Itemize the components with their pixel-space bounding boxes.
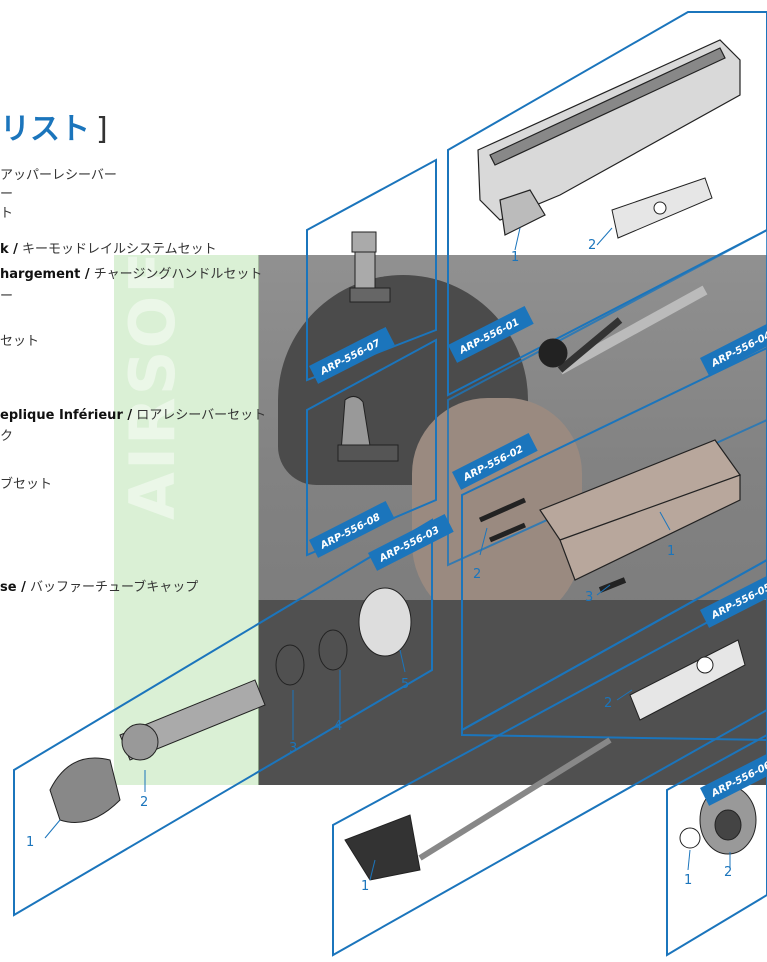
list-item: hargement / チャージングハンドルセット: [0, 267, 263, 282]
list-item: se / バッファーチューブキャップ: [0, 580, 199, 595]
list-item: ブセット: [0, 477, 53, 492]
frame-arp-556-05: [461, 558, 767, 742]
buffer-tube-drawing: [49, 587, 412, 823]
title-main: リスト: [0, 112, 90, 147]
front-sight-drawing: [349, 231, 391, 303]
list-item: k / キーモッドレイルシステムセット: [0, 242, 217, 257]
label-03-2: 2: [140, 795, 148, 810]
list-item: ク: [0, 429, 14, 444]
frame-arp-556-04: [447, 228, 767, 567]
tag-arp-556-02: ARP-556-02: [452, 432, 538, 490]
frame-arp-556-02: [461, 346, 767, 732]
parts-list: アッパーレシーバー ー ト k / キーモッドレイルシステムセット hargem…: [0, 0, 310, 962]
label-03-1: 1: [26, 835, 34, 850]
frame-arp-556-08: [306, 338, 437, 557]
label-04-2: 2: [473, 567, 481, 582]
list-item: セット: [0, 334, 40, 349]
list-item: アッパーレシーバー: [0, 168, 117, 183]
rear-sight-drawing: [337, 396, 399, 462]
label-05-2: 2: [604, 696, 612, 711]
dust-cover-drawing: [611, 177, 713, 239]
upper-receiver-drawing: [477, 39, 741, 236]
list-item: ー: [0, 289, 14, 304]
frame-arp-556-01: [447, 11, 767, 397]
tag-arp-556-01: ARP-556-01: [448, 305, 534, 363]
tag-arp-556-07: ARP-556-07: [309, 326, 395, 384]
list-item: ー: [0, 187, 14, 202]
label-01-2: 2: [588, 238, 596, 253]
charging-handle-lower-drawing: [344, 737, 612, 881]
list-item: eplique Inférieur / ロアレシーバーセット: [0, 408, 267, 423]
label-04-1: 1: [667, 544, 675, 559]
frame-arp-556-06: [666, 733, 767, 957]
label-03-5: 5: [401, 677, 409, 692]
frame-arp-556-03: [13, 518, 433, 917]
label-03-4: 4: [334, 719, 342, 734]
label-01-1: 1: [511, 250, 519, 265]
label-03-3: 3: [289, 741, 297, 756]
label-04-3: 3: [585, 590, 593, 605]
label-05-1: 1: [361, 879, 369, 894]
charging-handle-drawing: [538, 285, 708, 375]
list-item: ト: [0, 206, 14, 221]
page-title: リスト]: [0, 104, 108, 148]
title-bracket: ]: [96, 112, 108, 147]
frame-arp-556-07: [306, 158, 437, 382]
tag-arp-556-04: ARP-556-04: [700, 318, 767, 376]
label-06-2: 2: [724, 865, 732, 880]
keymod-rail-drawing: [478, 439, 741, 593]
label-06-1: 1: [684, 873, 692, 888]
lower-cover-drawing: [629, 639, 746, 721]
frame-charging: [332, 588, 767, 957]
